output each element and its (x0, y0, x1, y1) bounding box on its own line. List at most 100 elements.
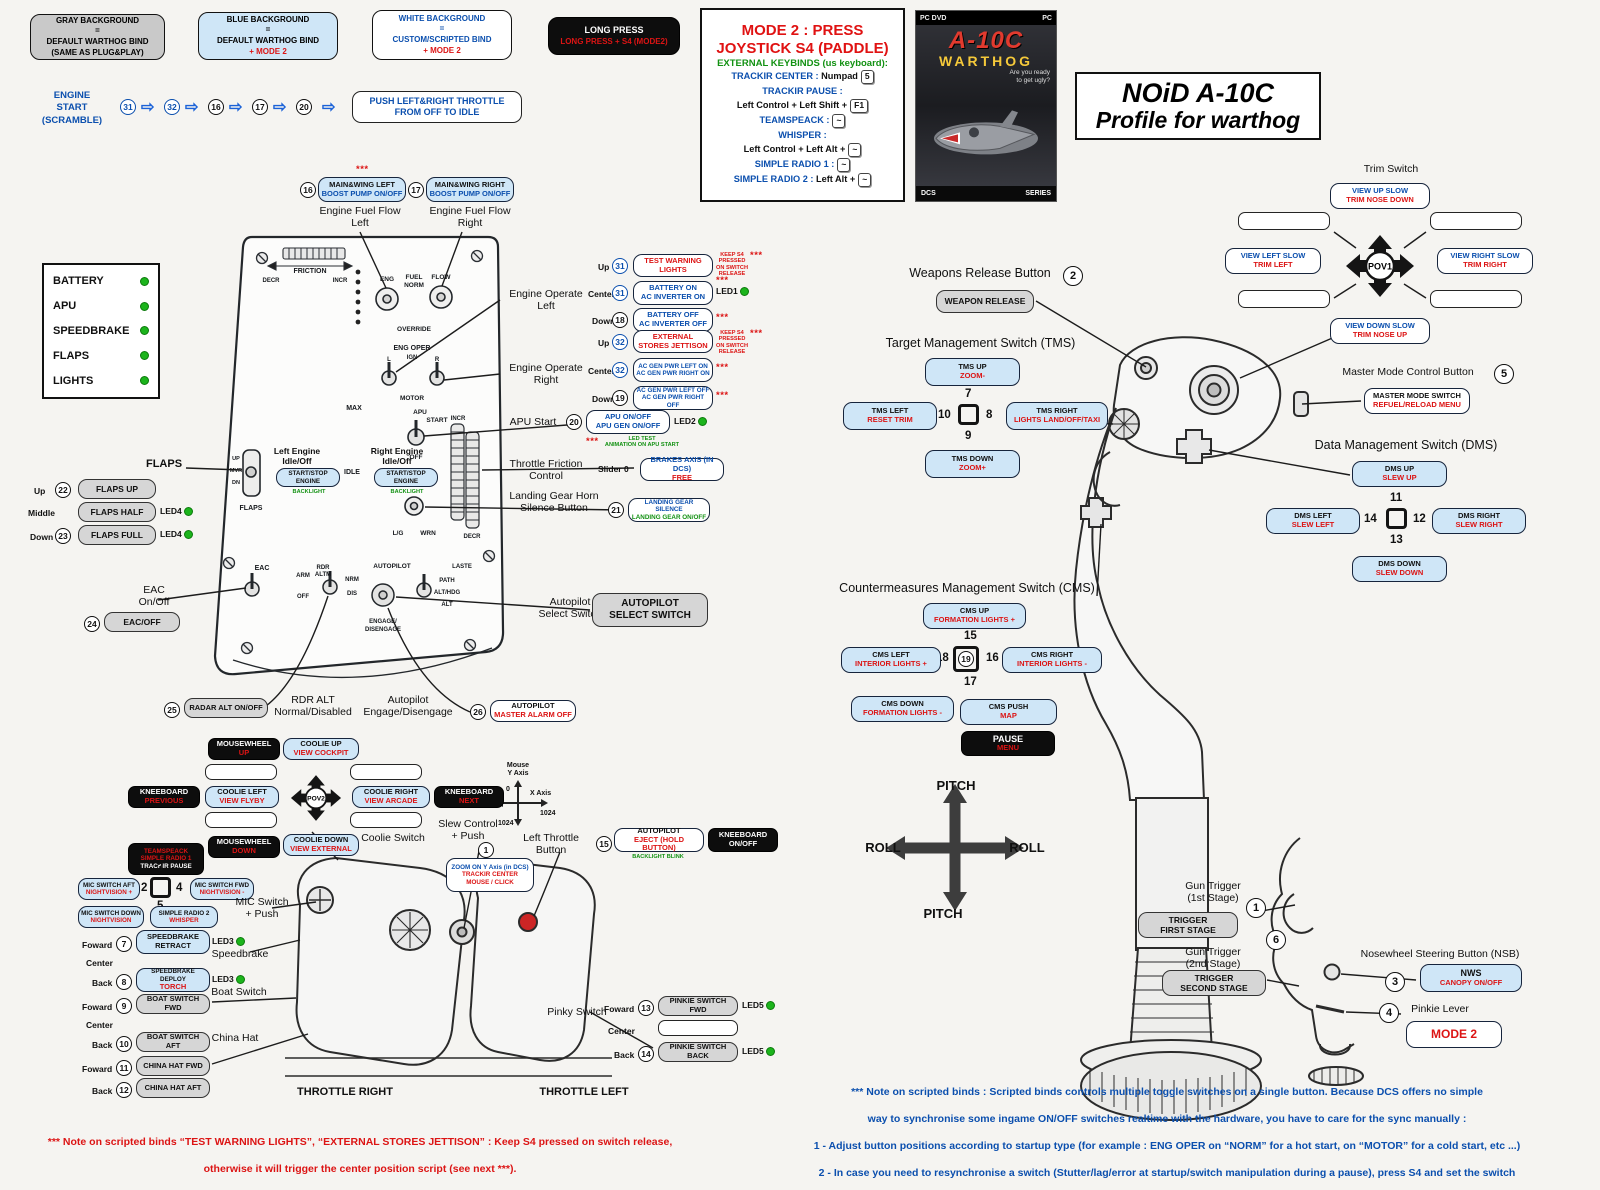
dms-left-sub: SLEW LEFT (1291, 520, 1335, 529)
flaps-half-title: FLAPS HALF (90, 506, 144, 517)
engine-start-label: ENGINE START (SCRAMBLE) (41, 90, 103, 126)
step-19-badge: 19 (612, 390, 628, 406)
trim-up-sub: TRIM NOSE DOWN (1346, 195, 1414, 204)
panel-nrm-label: NRM (345, 577, 359, 583)
legend-gray-title: GRAY BACKGROUND (55, 15, 140, 25)
unbound-slot (205, 812, 277, 828)
stars-note: *** (750, 328, 763, 339)
speedbrake-deploy-title: SPEEDBRAKE DEPLOY (151, 968, 195, 983)
pos-down: Down (592, 316, 616, 326)
led-status-legend: BATTERY APU SPEEDBRAKE FLAPS LIGHTS (42, 263, 160, 399)
tms-num-9: 9 (965, 430, 972, 442)
mode2-trackir-pause-keys: Left Control + Left Shift +F1 (737, 99, 869, 114)
stores-jettison-bind: EXTERNAL STORES JETTISON (633, 330, 713, 353)
stars-note: *** (716, 362, 729, 373)
start-stop-engine-right-bind: START/STOP ENGINE (374, 468, 438, 487)
stars-note: *** (586, 436, 599, 447)
stars-note: *** (716, 312, 729, 323)
step-16-badge: 16 (208, 99, 224, 115)
unbound-slot (205, 764, 277, 780)
panel-off2-label: OFF (297, 594, 309, 600)
pause-title: PAUSE (992, 733, 1024, 744)
led3-indicator: LED3 (212, 936, 245, 946)
cms-num-15: 15 (964, 630, 977, 642)
pinkie-lever-label: Pinkie Lever (1411, 1003, 1469, 1015)
nws-sub: CANOPY ON/OFF (1439, 977, 1503, 987)
led1-indicator: LED1 (716, 286, 749, 296)
ap-master-alarm-bind: AUTOPILOT MASTER ALARM OFF (490, 700, 576, 722)
panel-arm-label: ARM (296, 573, 310, 579)
kneeboard-onoff-bind: KNEEBOARD ON/OFF (708, 828, 778, 852)
boost-pump-left-sub: BOOST PUMP ON/OFF (321, 188, 403, 198)
step-10-badge: 10 (116, 1036, 132, 1052)
teamspeak-bind: TEAMSPEACK SIMPLE RADIO 1 TRACKIR PAUSE (128, 843, 204, 875)
lg-silence-title: LANDING GEAR SILENCE (644, 498, 694, 514)
boost-pump-left-bind: MAIN&WING LEFT BOOST PUMP ON/OFF (318, 177, 406, 202)
flaps-half-bind: FLAPS HALF (78, 502, 156, 522)
blue-footnote-line1: *** Note on scripted binds : Scripted bi… (851, 1085, 1483, 1098)
led5-label: LED5 (742, 1046, 764, 1056)
unbound-slot (1238, 212, 1330, 230)
step-31-badge: 31 (612, 258, 628, 274)
fuel-flow-left-label: Engine Fuel Flow Left (319, 205, 401, 230)
numpad5-keycap: 5 (860, 70, 874, 85)
trim-right-title: VIEW RIGHT SLOW (1450, 251, 1520, 261)
cms-num-17: 17 (964, 676, 977, 688)
mode2-title1: MODE 2 : PRESS (741, 22, 864, 40)
ac-gen-off-bind: AC GEN PWR LEFT OFF AC GEN PWR RIGHT OFF (633, 386, 713, 410)
mode2-radio1-label: SIMPLE RADIO 1 : (754, 158, 835, 169)
unbound-slot (1430, 212, 1522, 230)
kneeboard-onoff-title: KNEEBOARD (718, 830, 768, 840)
blue-footnote: *** Note on scripted binds : Scripted bi… (786, 1072, 1548, 1190)
dms-num-12: 12 (1413, 513, 1426, 525)
trigger-illustration (1270, 837, 1364, 1086)
mic-hat-icon (150, 877, 171, 898)
panel-decr2-label: DECR (463, 534, 481, 540)
boat-aft-title: BOAT SWITCH AFT (146, 1032, 200, 1050)
boost-pump-right-title: MAIN&WING RIGHT (434, 179, 506, 189)
blue-footnote-line3: 1 - Adjust button positions according to… (813, 1140, 1521, 1153)
panel-decr-label: DECR (262, 278, 280, 284)
eac-title: EAC/OFF (123, 616, 161, 627)
battery-on-bind: BATTERY ON AC INVERTER ON (633, 281, 713, 305)
step-32-badge: 32 (612, 362, 628, 378)
unbound-slot (658, 1020, 738, 1036)
panel-incr-label: INCR (333, 278, 348, 284)
panel-flaps-label: FLAPS (240, 505, 263, 512)
green-led-icon (140, 301, 149, 311)
step-17-badge: 17 (408, 182, 424, 198)
arrow-right-icon: ⇨ (185, 99, 199, 116)
flaps-up-title: FLAPS UP (95, 483, 139, 494)
stars-note: *** (716, 275, 729, 286)
mode2-panel: MODE 2 : PRESS JOYSTICK S4 (PADDLE) EXTE… (700, 8, 905, 202)
step-13-badge: 13 (638, 1000, 654, 1016)
mode2-whisper: WHISPER : (778, 129, 827, 142)
aircraft-art (934, 110, 1038, 155)
china-fwd-bind: CHINA HAT FWD (136, 1056, 210, 1076)
coolie-up-title: COOLIE UP (300, 739, 342, 749)
radar-alt-title: RADAR ALT ON/OFF (189, 702, 263, 712)
slew-trackir-sub: TRACKIR CENTER (462, 871, 518, 879)
roll-right-label: ROLL (1009, 840, 1045, 855)
step-23-badge: 23 (55, 528, 71, 544)
nws-label: Nosewheel Steering Button (NSB) (1360, 948, 1520, 960)
panel-rdr-label: RDR (317, 565, 331, 571)
start-stop-engine-left-bind: START/STOP ENGINE (276, 468, 340, 487)
cms-left-sub: INTERIOR LIGHTS + (855, 659, 927, 668)
tms-right-sub: LIGHTS LAND/OFF/TAXI (1013, 415, 1101, 424)
china-fwd-title: CHINA HAT FWD (143, 1060, 203, 1070)
panel-r-label: R (435, 357, 440, 363)
dms-left-title: DMS LEFT (1294, 511, 1332, 521)
tms-left-title: TMS LEFT (871, 406, 909, 416)
